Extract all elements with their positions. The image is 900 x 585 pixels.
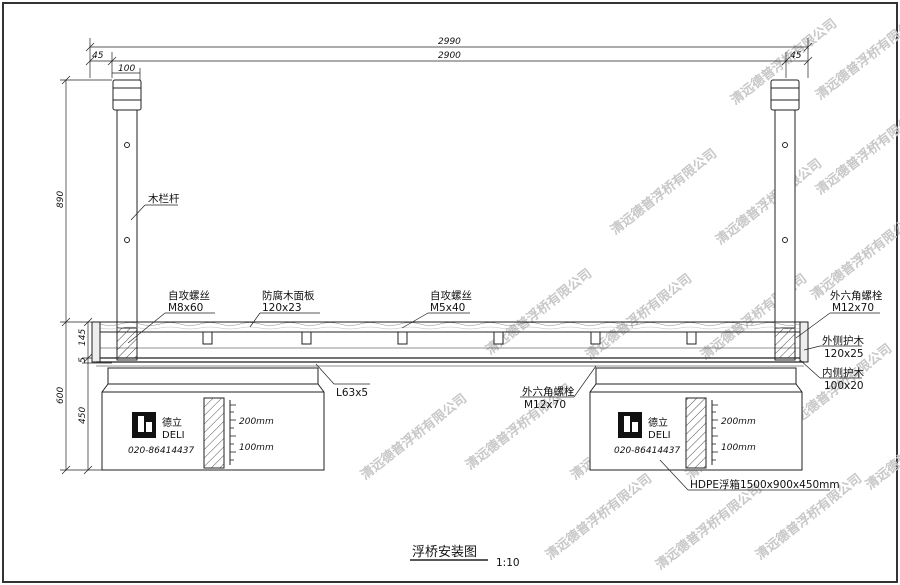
deck-board-spec: 120x23 [262,302,302,314]
watermark: 清远德普浮桥有限公司 [608,145,720,238]
right-post [770,79,800,361]
top-dimensions [85,38,813,84]
watermark: 清远德普浮桥有限公司 [653,480,765,573]
left-level-100: 100mm [239,443,274,453]
right-phone: 020-86414437 [614,446,681,456]
screw-m5-spec: M5x40 [430,302,465,314]
hex-bolt-right-spec: M12x70 [832,302,874,314]
right-brand-cn: 德立 [648,416,668,429]
float-total-dim: 600 [56,387,66,404]
right-deli-logo-icon [618,412,642,438]
left-deli-logo-icon [132,412,156,438]
post-width-dim: 100 [118,64,135,74]
post-label: 木栏杆 [148,192,180,205]
deck-thickness-dim: 145 [78,329,88,346]
float-height-dim: 450 [78,407,88,424]
drawing-scale: 1:10 [496,557,520,569]
left-post [112,79,142,361]
gap-dim: 5 [78,357,88,363]
float-box-label: HDPE浮箱1500x900x450mm [690,478,840,491]
right-level-100: 100mm [721,443,756,453]
watermark: 清远德普浮桥有限公司 [543,470,655,563]
overall-width-dim: 2990 [438,37,461,47]
deck-board-label: 防腐木面板 [262,289,315,302]
right-float-box [589,367,803,471]
screw-m8-spec: M8x60 [168,302,203,314]
watermark: 清远德普浮桥有限公司 [863,400,900,493]
watermark: 清远德普浮桥有限公司 [583,270,695,363]
inner-width-dim: 2900 [438,51,461,61]
right-brand-en: DELI [648,430,671,441]
leader-lines [127,204,880,491]
watermark: 清远德普浮桥有限公司 [358,390,470,483]
hex-bolt-lower-label: 外六角螺栓 [522,385,575,398]
screw-m8-label: 自攻螺丝 [168,289,210,302]
deck-cleats [202,331,697,345]
inner-guard-label: 内侧护木 [822,366,864,379]
hex-bolt-lower-spec: M12x70 [524,399,566,411]
inner-guard-spec: 100x20 [824,380,864,392]
left-brand-en: DELI [162,430,185,441]
float-level-ticks [230,404,718,461]
left-phone: 020-86414437 [128,446,195,456]
left-brand-cn: 德立 [162,416,182,429]
left-float-box [101,367,325,471]
outer-guard-spec: 120x25 [824,348,864,360]
screw-m5-label: 自攻螺丝 [430,289,472,302]
watermark: 清远德普浮桥有限公司 [813,105,900,198]
drawing-title: 浮桥安装图 [412,545,477,560]
outer-guard-label: 外侧护木 [822,334,864,347]
right-level-200: 200mm [721,417,756,427]
right-offset-dim: 45 [790,51,802,61]
left-offset-dim: 45 [92,51,104,61]
angle-steel-label: L63x5 [336,387,368,399]
watermark: 清远德普浮桥有限公司 [713,155,825,248]
deck-assembly [91,321,809,367]
post-height-dim: 890 [56,191,66,208]
hex-bolt-right-label: 外六角螺栓 [830,289,883,302]
left-level-200: 200mm [239,417,274,427]
